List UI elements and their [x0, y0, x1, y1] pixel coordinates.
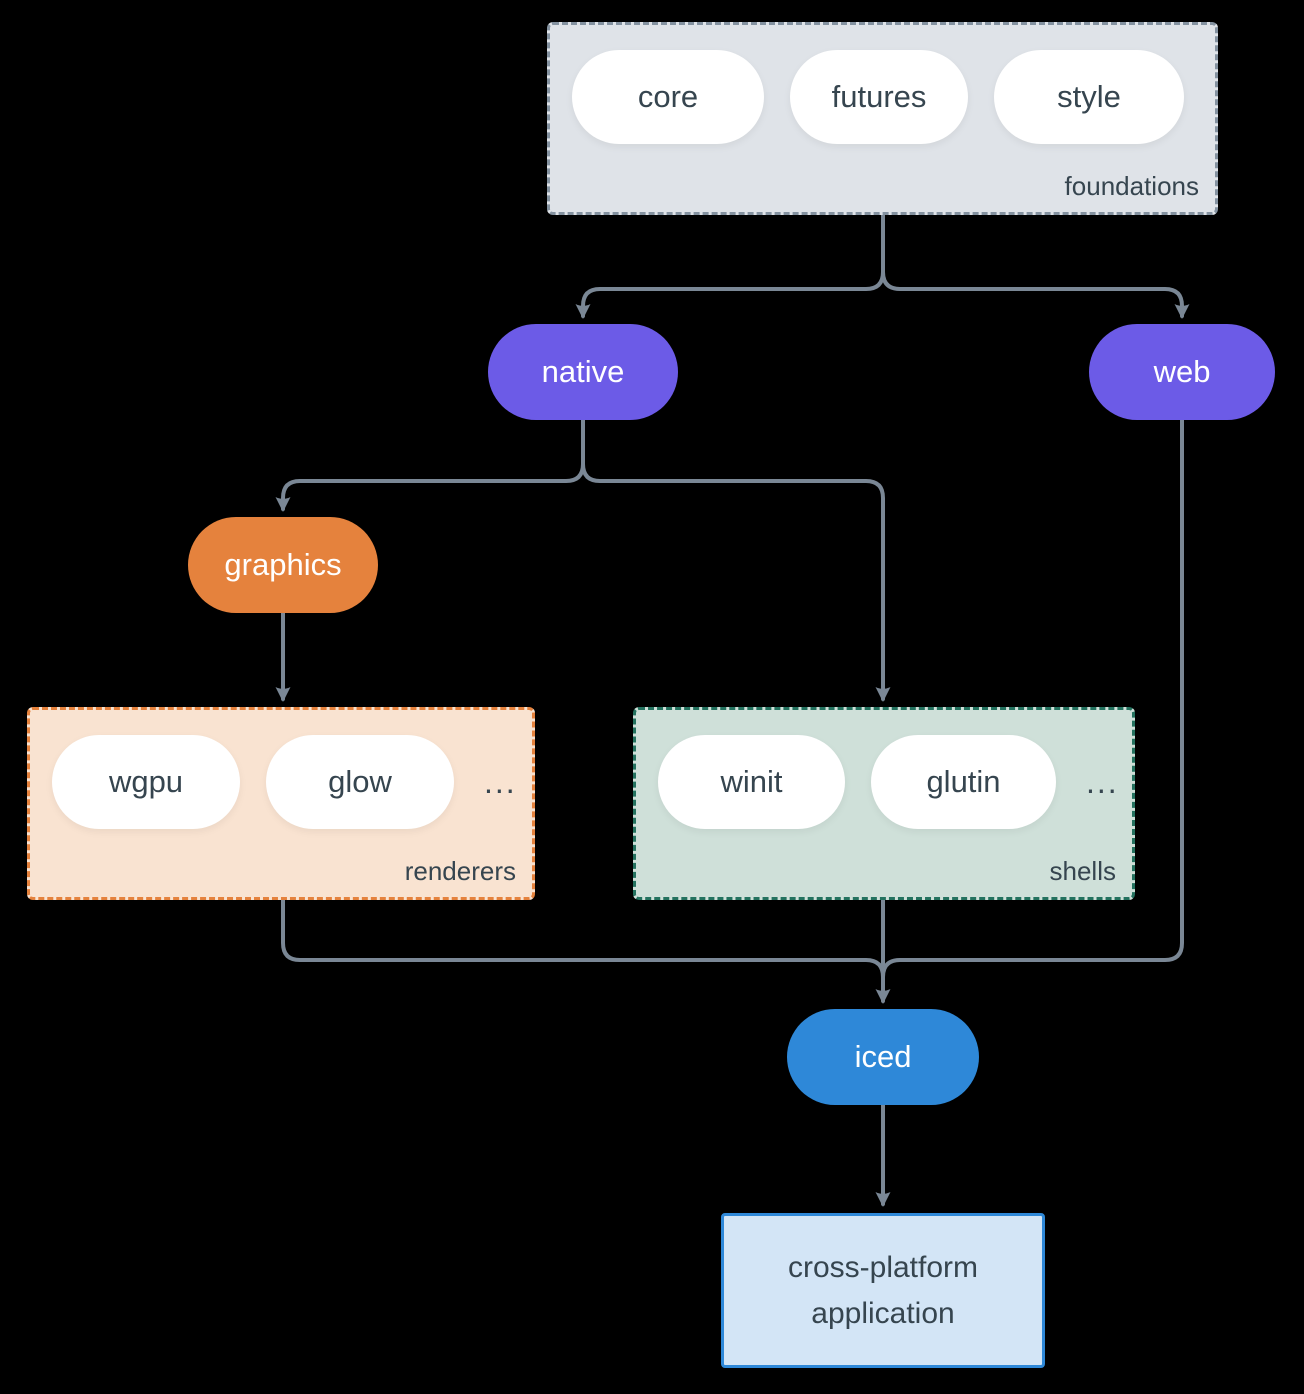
foundations-group: core futures style foundations — [547, 22, 1218, 215]
node-wgpu-label: wgpu — [108, 764, 184, 799]
node-web: web — [1089, 324, 1275, 420]
connector-foundations-to-native — [575, 213, 885, 319]
node-native: native — [488, 324, 678, 420]
connector-native-to-graphics — [275, 418, 585, 512]
connector-renderers-to-iced — [281, 898, 885, 979]
renderers-group-label: renderers — [404, 856, 516, 886]
node-wgpu: wgpu — [52, 735, 240, 829]
node-native-label: native — [541, 354, 625, 389]
renderers-ellipsis: ... — [484, 763, 517, 800]
application-label-line1: cross-platform — [787, 1250, 979, 1284]
node-futures: futures — [790, 50, 968, 144]
connector-native-to-shells — [581, 418, 891, 702]
connector-foundations-to-web — [881, 213, 1190, 319]
node-winit-label: winit — [720, 764, 783, 799]
cross-platform-application-box: cross-platform application — [721, 1213, 1045, 1368]
foundations-pills: core futures style — [572, 50, 1184, 144]
node-iced: iced — [787, 1009, 979, 1105]
node-core: core — [572, 50, 764, 144]
node-iced-label: iced — [854, 1039, 912, 1074]
node-style: style — [994, 50, 1184, 144]
node-style-label: style — [1057, 79, 1121, 114]
node-glutin-label: glutin — [926, 764, 1001, 799]
node-glow-label: glow — [328, 764, 392, 799]
application-label-line2: application — [811, 1296, 955, 1330]
node-glow: glow — [266, 735, 454, 829]
shells-group-label: shells — [1049, 856, 1116, 886]
foundations-group-label: foundations — [1064, 171, 1199, 201]
node-graphics-label: graphics — [224, 547, 342, 582]
node-futures-label: futures — [831, 79, 927, 114]
node-graphics: graphics — [188, 517, 378, 613]
renderers-group: wgpu glow ... renderers — [27, 707, 535, 900]
renderers-pills: wgpu glow ... — [52, 735, 517, 829]
node-web-label: web — [1153, 354, 1211, 389]
shells-pills: winit glutin ... — [658, 735, 1119, 829]
shells-ellipsis: ... — [1086, 763, 1119, 800]
node-glutin: glutin — [871, 735, 1056, 829]
node-winit: winit — [658, 735, 845, 829]
shells-group: winit glutin ... shells — [633, 707, 1135, 900]
node-core-label: core — [637, 79, 699, 114]
